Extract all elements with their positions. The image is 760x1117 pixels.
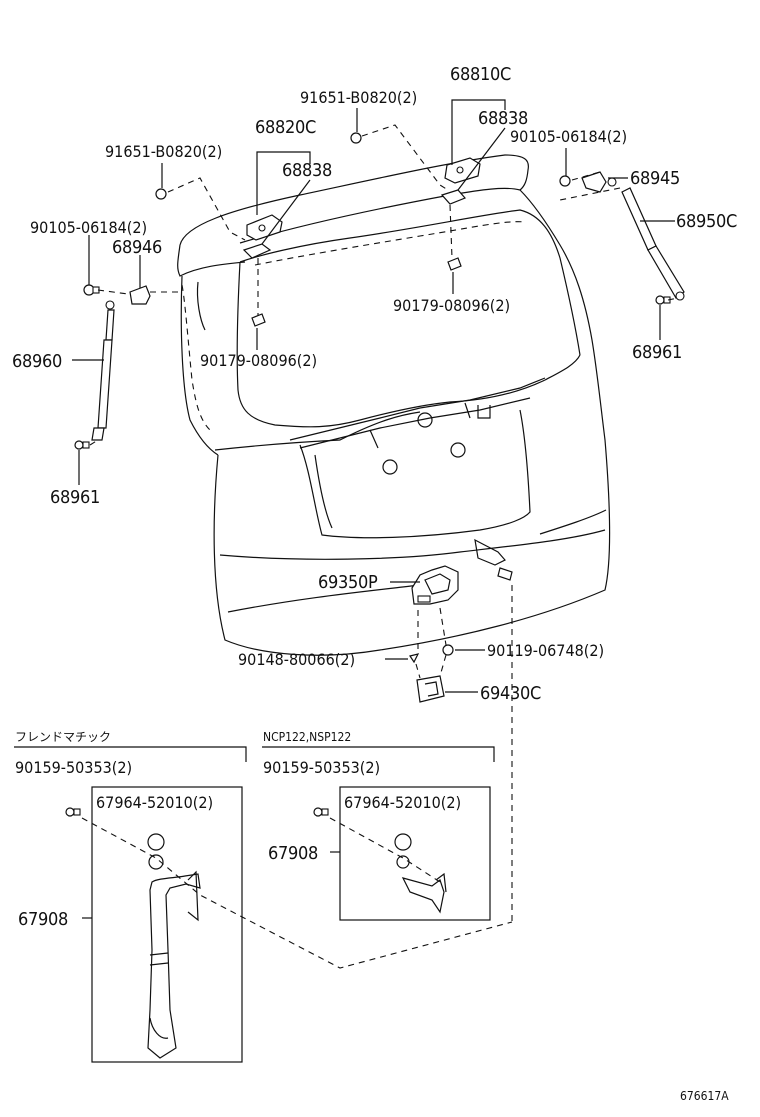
- label-67908-right: 67908: [268, 843, 318, 864]
- label-68820C: 68820C: [255, 117, 316, 138]
- label-91651-left: 91651-B0820(2): [105, 142, 222, 161]
- pull-handle-67908-right: [394, 833, 447, 914]
- assembly-lines-lower: [81, 817, 513, 969]
- screw-90159-left: [65, 807, 81, 817]
- label-68838-right: 68838: [478, 108, 528, 129]
- label-67964-right: 67964-52010(2): [344, 793, 461, 812]
- left-bolt-68961: [74, 440, 90, 450]
- label-90119: 90119-06748(2): [487, 641, 604, 660]
- right-hinge-68810C: [440, 157, 481, 205]
- label-90105-right: 90105-06184(2): [510, 127, 627, 146]
- label-91651-right: 91651-B0820(2): [300, 88, 417, 107]
- drawing-number: 676617A: [680, 1089, 729, 1103]
- leader-lines: [72, 99, 675, 693]
- screw-90148: [409, 653, 420, 664]
- part-labels: 68810C 91651-B0820(2) 68838 90105-06184(…: [12, 64, 737, 1103]
- right-clip-90179: [447, 257, 462, 271]
- label-68838-left: 68838: [282, 160, 332, 181]
- label-90159-right: 90159-50353(2): [263, 758, 380, 777]
- label-68961-right: 68961: [632, 342, 682, 363]
- label-90179-right: 90179-08096(2): [393, 296, 510, 315]
- bolt-90119: [442, 644, 454, 656]
- variant-bracket-left: [14, 746, 247, 1063]
- left-bolt-91651: [155, 188, 167, 200]
- label-90179-left: 90179-08096(2): [200, 351, 317, 370]
- left-clip-90179: [251, 313, 266, 327]
- left-bracket-68946: [129, 285, 151, 305]
- label-68961-left: 68961: [50, 487, 100, 508]
- label-67964-left: 67964-52010(2): [96, 793, 213, 812]
- label-69350P: 69350P: [318, 572, 378, 593]
- variant-label-left: フレンドマチック: [15, 730, 111, 744]
- back-door-panel: [177, 154, 611, 656]
- label-90148: 90148-80066(2): [238, 650, 355, 669]
- right-bracket-68945: [581, 171, 617, 193]
- pull-strap-67908-left: [147, 833, 201, 1059]
- label-68946: 68946: [112, 237, 162, 258]
- label-69430C: 69430C: [480, 683, 541, 704]
- right-bolt-91651: [350, 132, 362, 144]
- right-bolt-90105: [559, 175, 571, 187]
- label-90105-left: 90105-06184(2): [30, 218, 147, 237]
- variant-bracket-right: [262, 746, 495, 921]
- label-67908-left: 67908: [18, 909, 68, 930]
- right-bolt-68961: [655, 295, 671, 305]
- screw-90159-right: [313, 807, 329, 817]
- label-68810C: 68810C: [450, 64, 511, 85]
- label-68960: 68960: [12, 351, 62, 372]
- label-68945: 68945: [630, 168, 680, 189]
- variant-label-right: NCP122,NSP122: [263, 730, 351, 744]
- striker-69430C: [416, 675, 445, 703]
- left-hinge-68820C: [242, 214, 283, 259]
- lock-assembly-69350P: [411, 565, 459, 605]
- label-68950C: 68950C: [676, 211, 737, 232]
- assembly-lines-upper: [89, 124, 679, 922]
- right-strut-68950C: [621, 187, 685, 301]
- left-bolt-90105: [83, 284, 100, 296]
- left-strut-68960: [91, 300, 115, 441]
- label-90159-left: 90159-50353(2): [15, 758, 132, 777]
